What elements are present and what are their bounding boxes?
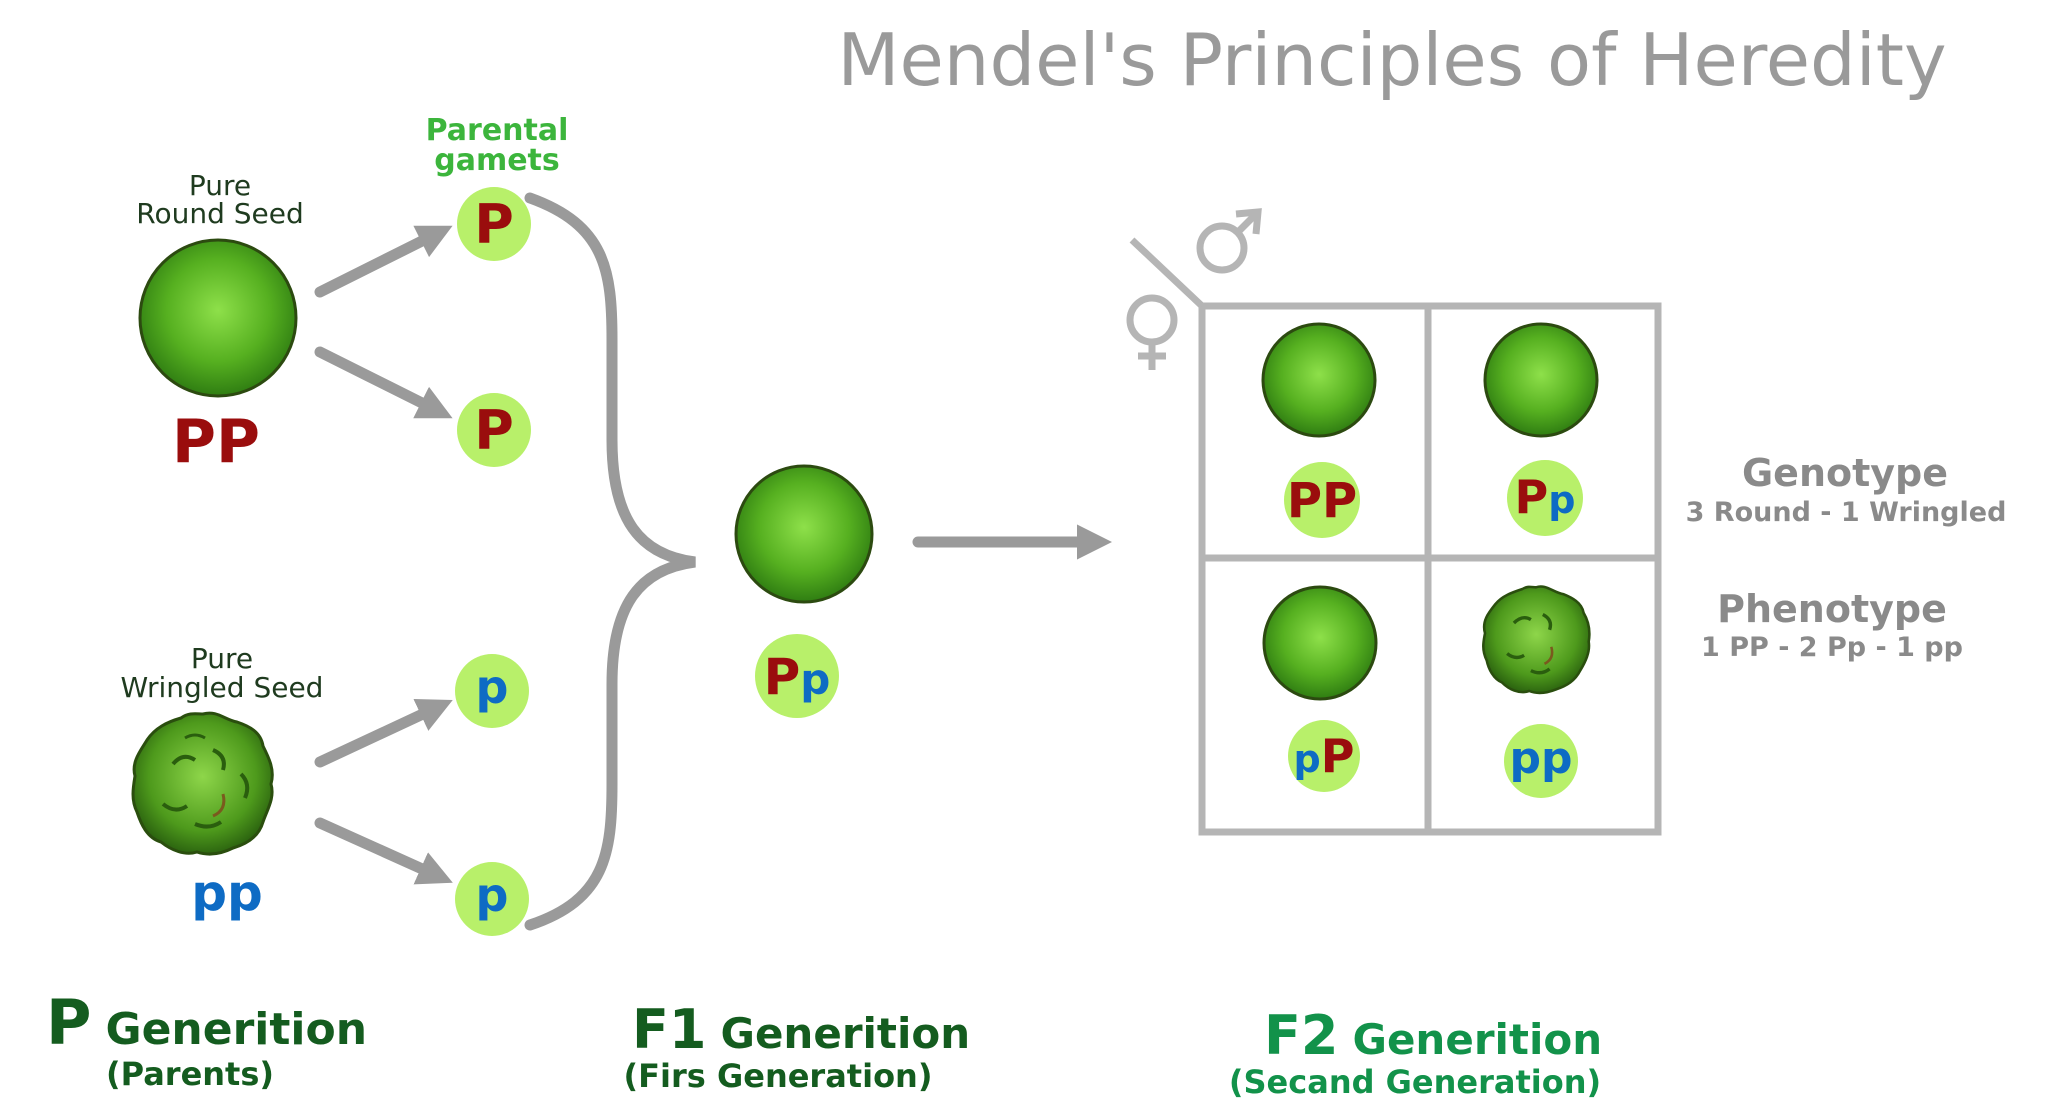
ratio-stats: Genotype 3 Round - 1 Wringled Phenotype … [1686,451,2007,663]
punnett-cell-pp-hetero-2: pP [1262,585,1378,792]
round-seed-icon [1262,585,1378,701]
parent-wrinkled-seed: Pure Wringled Seed pp [121,642,324,922]
round-seed-icon [1483,322,1599,438]
genotype-circle [1284,462,1360,538]
gamete-circle [455,654,529,728]
round-seed-icon [1261,322,1377,438]
parent-to-gamete-arrows [314,225,453,885]
f1-genotype-circle [755,634,839,718]
f2-generation-subtitle: (Secand Generation) [1229,1063,1601,1101]
arrow-wrinkled-to-gamete-2 [314,817,453,885]
gamete-circle [455,862,529,936]
wrinkled-seed-icon [1482,585,1591,695]
parent-round-seed: Pure Round Seed PP [136,169,304,477]
cell-genotype: PP [1287,473,1357,529]
genotype-circle [1504,724,1578,798]
gamete-label: P [474,399,514,462]
punnett-square: PP Pp pP pp [1126,208,1662,836]
round-seed-icon [138,238,298,398]
gamete-label: P [474,193,514,256]
gamete-4: p [455,862,529,936]
gamete-circle [457,393,531,467]
f1-recessive-allele: p [800,655,830,704]
arrow-wrinkled-to-gamete-1 [314,698,453,768]
wrinkled-seed-label-line1: Pure [191,642,253,675]
f1-dominant-allele: P [764,648,801,706]
gamete-circle [457,187,531,261]
punnett-cell-pp-hetero-1: Pp [1483,322,1599,536]
cell-genotype: pP [1294,729,1355,783]
f1-seed: Pp [734,464,874,718]
gamete-1: P [457,187,531,261]
genotype-text: 3 Round - 1 Wringled [1686,497,2007,528]
phenotype-text: 1 PP - 2 Pp - 1 pp [1701,632,1963,663]
wrinkled-seed-genotype: pp [191,864,263,922]
arrow-round-to-gamete-2 [314,346,453,419]
genotype-heading: Genotype [1742,451,1948,495]
genotype-circle [1288,720,1360,792]
gamete-2: P [457,393,531,467]
p-generation-subtitle: (Parents) [106,1055,274,1093]
phenotype-heading: Phenotype [1717,587,1947,631]
punnett-cell-pp-dominant: PP [1261,322,1377,538]
page-title: Mendel's Principles of Heredity [837,18,1946,102]
male-symbol-icon [1196,208,1262,274]
cell-genotype: pp [1510,733,1573,784]
gametes-heading-line2: gamets [434,143,560,178]
cell-genotype: Pp [1515,470,1576,524]
punnett-cell-pp-recessive: pp [1482,585,1591,798]
wrinkled-seed-icon [131,711,274,856]
gamete-brace [524,192,696,931]
round-seed-label-line1: Pure [189,169,251,202]
gamete-3: p [455,654,529,728]
genotype-circle [1507,460,1583,536]
punnett-corner-divider [1129,237,1205,309]
gametes-heading-line1: Parental [426,113,569,148]
f1-genotype: Pp [764,648,831,706]
round-seed-label-line2: Round Seed [136,197,304,230]
gamete-label: p [476,868,509,922]
arrow-round-to-gamete-1 [314,225,453,298]
f1-seed-icon [734,464,874,604]
f1-generation-subtitle: (Firs Generation) [624,1057,933,1095]
round-seed-genotype: PP [172,407,260,477]
wrinkled-seed-label-line2: Wringled Seed [121,671,324,704]
gamete-label: p [476,660,509,714]
female-symbol-icon [1126,294,1178,370]
